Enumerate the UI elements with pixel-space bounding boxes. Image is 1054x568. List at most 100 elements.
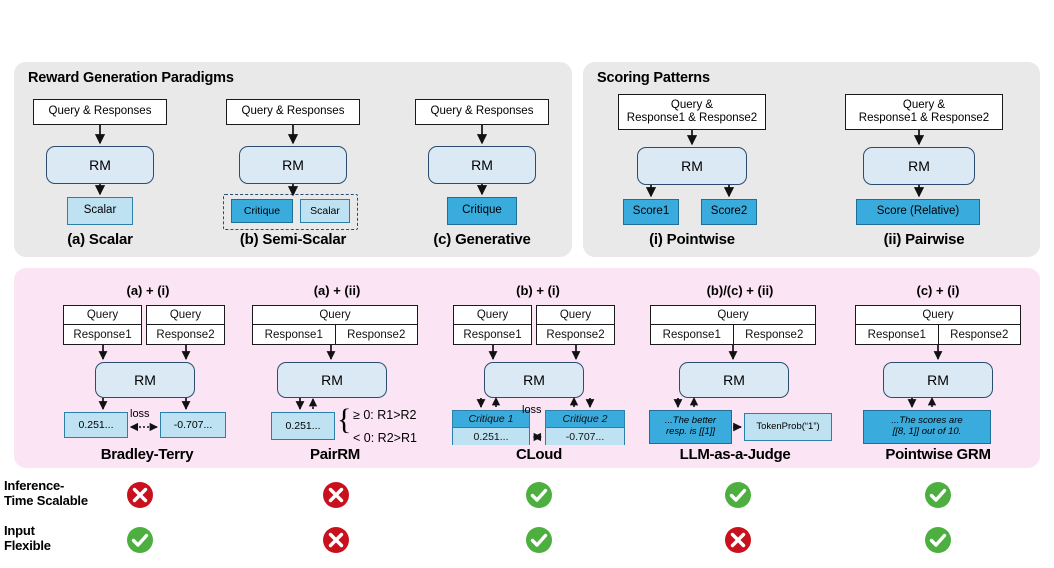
caption-pointwise: (i) Pointwise bbox=[649, 231, 735, 248]
input-card-cloud-1: Query Response1 bbox=[453, 305, 532, 345]
input-card-pairrm: Query Response1 Response2 bbox=[252, 305, 418, 345]
brace-line-1: ≥ 0: R1>R2 bbox=[353, 408, 417, 422]
card-top-label: Query bbox=[253, 306, 417, 325]
card-top-label: Query bbox=[856, 306, 1020, 325]
column-header-cloud: (b) + (i) bbox=[516, 283, 560, 298]
output-box-critique-b: Critique bbox=[231, 199, 293, 223]
input-box-query-responses-pointwise: Query & Response1 & Response2 bbox=[618, 94, 766, 130]
row-label-line-2: Time Scalable bbox=[4, 492, 88, 508]
model-name-bradley-terry: Bradley-Terry bbox=[100, 446, 194, 463]
rm-box-bradley-terry: RM bbox=[95, 362, 195, 398]
input-card-pointwise-grm: Query Response1 Response2 bbox=[855, 305, 1021, 345]
rm-box-pairrm: RM bbox=[277, 362, 387, 398]
column-header-llm-judge: (b)/(c) + (ii) bbox=[706, 283, 774, 298]
column-header-bradley-terry: (a) + (i) bbox=[126, 283, 170, 298]
card-top-label: Query bbox=[651, 306, 815, 325]
status-icon-cross bbox=[322, 526, 350, 554]
row-label-line-1: Inference- bbox=[4, 478, 65, 493]
caption-semi-scalar: (b) Semi-Scalar bbox=[239, 231, 347, 248]
input-card-bt-1: Query Response1 bbox=[63, 305, 142, 345]
critique-value: -0.707... bbox=[546, 428, 624, 445]
rm-box-a: RM bbox=[46, 146, 154, 184]
rm-box-b: RM bbox=[239, 146, 347, 184]
model-name-cloud: CLoud bbox=[516, 446, 562, 463]
rm-box-c: RM bbox=[428, 146, 536, 184]
status-icon-check bbox=[525, 526, 553, 554]
column-header-pairrm: (a) + (ii) bbox=[313, 283, 361, 298]
card-bottom-row: Response1 Response2 bbox=[856, 325, 1020, 345]
caption-scalar: (a) Scalar bbox=[67, 231, 133, 248]
card-top-label: Query bbox=[147, 306, 224, 325]
input-box-query-responses-a: Query & Responses bbox=[33, 99, 167, 125]
input-card-bt-2: Query Response2 bbox=[146, 305, 225, 345]
judgement-box-llm-judge: ...The better resp. is [[1]] bbox=[649, 410, 732, 444]
card-bottom-label-1: Response1 bbox=[264, 329, 323, 341]
status-icon-cross bbox=[322, 481, 350, 509]
status-icon-cross bbox=[126, 481, 154, 509]
status-icon-check bbox=[724, 481, 752, 509]
input-box-query-responses-pairwise: Query & Response1 & Response2 bbox=[845, 94, 1003, 130]
card-bottom-label-1: Response1 bbox=[662, 329, 721, 341]
input-box-query-responses-c: Query & Responses bbox=[415, 99, 549, 125]
input-box-query-responses-b: Query & Responses bbox=[226, 99, 360, 125]
scores-line-2: [[8, 1]] out of 10. bbox=[892, 426, 962, 437]
row-label-line-2: Flexible bbox=[4, 537, 51, 553]
critique-value: 0.251... bbox=[453, 428, 529, 445]
token-prob-box: TokenProb(“1”) bbox=[744, 413, 832, 441]
output-box-scalar-b: Scalar bbox=[300, 199, 350, 223]
critique-title: Critique 1 bbox=[453, 411, 529, 428]
scores-box-pointwise-grm: ...The scores are [[8, 1]] out of 10. bbox=[863, 410, 991, 444]
output-box-critique-c: Critique bbox=[447, 197, 517, 225]
critique-box-cloud-1: Critique 1 0.251... bbox=[452, 410, 530, 445]
card-bottom-label-2: Response2 bbox=[732, 325, 816, 345]
status-icon-cross bbox=[724, 526, 752, 554]
card-bottom-label: Response1 bbox=[463, 329, 522, 341]
output-box-score1: Score1 bbox=[623, 199, 679, 225]
rm-box-pairwise: RM bbox=[863, 147, 975, 185]
score-box-bt-2: -0.707... bbox=[160, 412, 226, 438]
scores-line-1: ...The scores are bbox=[891, 415, 963, 427]
input-line-1: Query & bbox=[670, 98, 714, 111]
rm-box-cloud: RM bbox=[484, 362, 584, 398]
critique-box-cloud-2: Critique 2 -0.707... bbox=[545, 410, 625, 445]
status-icon-check bbox=[525, 481, 553, 509]
critique-title: Critique 2 bbox=[546, 411, 624, 428]
model-name-pairrm: PairRM bbox=[310, 446, 360, 463]
score-box-bt-1: 0.251... bbox=[64, 412, 128, 438]
row-label-inference-time-scalable: Inference- Time Scalable bbox=[4, 478, 88, 509]
brace-line-2: < 0: R2>R1 bbox=[353, 431, 417, 445]
card-top-label: Query bbox=[454, 306, 531, 325]
input-line-2: Response1 & Response2 bbox=[858, 112, 990, 124]
rm-box-llm-judge: RM bbox=[679, 362, 789, 398]
card-bottom-row: Response1 Response2 bbox=[651, 325, 815, 345]
row-label-line-1: Input bbox=[4, 523, 35, 538]
loss-label-cloud: loss bbox=[522, 404, 542, 416]
card-bottom-label: Response2 bbox=[546, 329, 605, 341]
loss-label-bt: loss bbox=[130, 408, 150, 420]
output-box-scalar-a: Scalar bbox=[67, 197, 133, 225]
card-top-label: Query bbox=[537, 306, 614, 325]
input-card-cloud-2: Query Response2 bbox=[536, 305, 615, 345]
row-label-input-flexible: Input Flexible bbox=[4, 523, 51, 554]
column-header-pointwise-grm: (c) + (i) bbox=[916, 283, 960, 298]
judgement-line-2: resp. is [[1]] bbox=[665, 426, 716, 437]
card-bottom-label: Response1 bbox=[73, 329, 132, 341]
judgement-line-1: ...The better bbox=[664, 415, 717, 427]
card-bottom-label-2: Response2 bbox=[937, 325, 1021, 345]
input-line-1: Query & bbox=[902, 98, 946, 111]
rm-box-pointwise-grm: RM bbox=[883, 362, 993, 398]
panel-title-reward-generation: Reward Generation Paradigms bbox=[28, 70, 234, 86]
rm-box-pointwise: RM bbox=[637, 147, 747, 185]
brace-glyph: { bbox=[337, 403, 352, 436]
card-bottom-label: Response2 bbox=[156, 329, 215, 341]
card-bottom-label-1: Response1 bbox=[867, 329, 926, 341]
input-line-2: Response1 & Response2 bbox=[626, 112, 758, 124]
status-icon-check bbox=[924, 526, 952, 554]
card-top-label: Query bbox=[64, 306, 141, 325]
model-name-llm-judge: LLM-as-a-Judge bbox=[679, 446, 791, 463]
output-box-score-relative: Score (Relative) bbox=[856, 199, 980, 225]
caption-pairwise: (ii) Pairwise bbox=[883, 231, 965, 248]
model-name-pointwise-grm: Pointwise GRM bbox=[885, 446, 991, 463]
score-box-pairrm: 0.251... bbox=[271, 412, 335, 440]
